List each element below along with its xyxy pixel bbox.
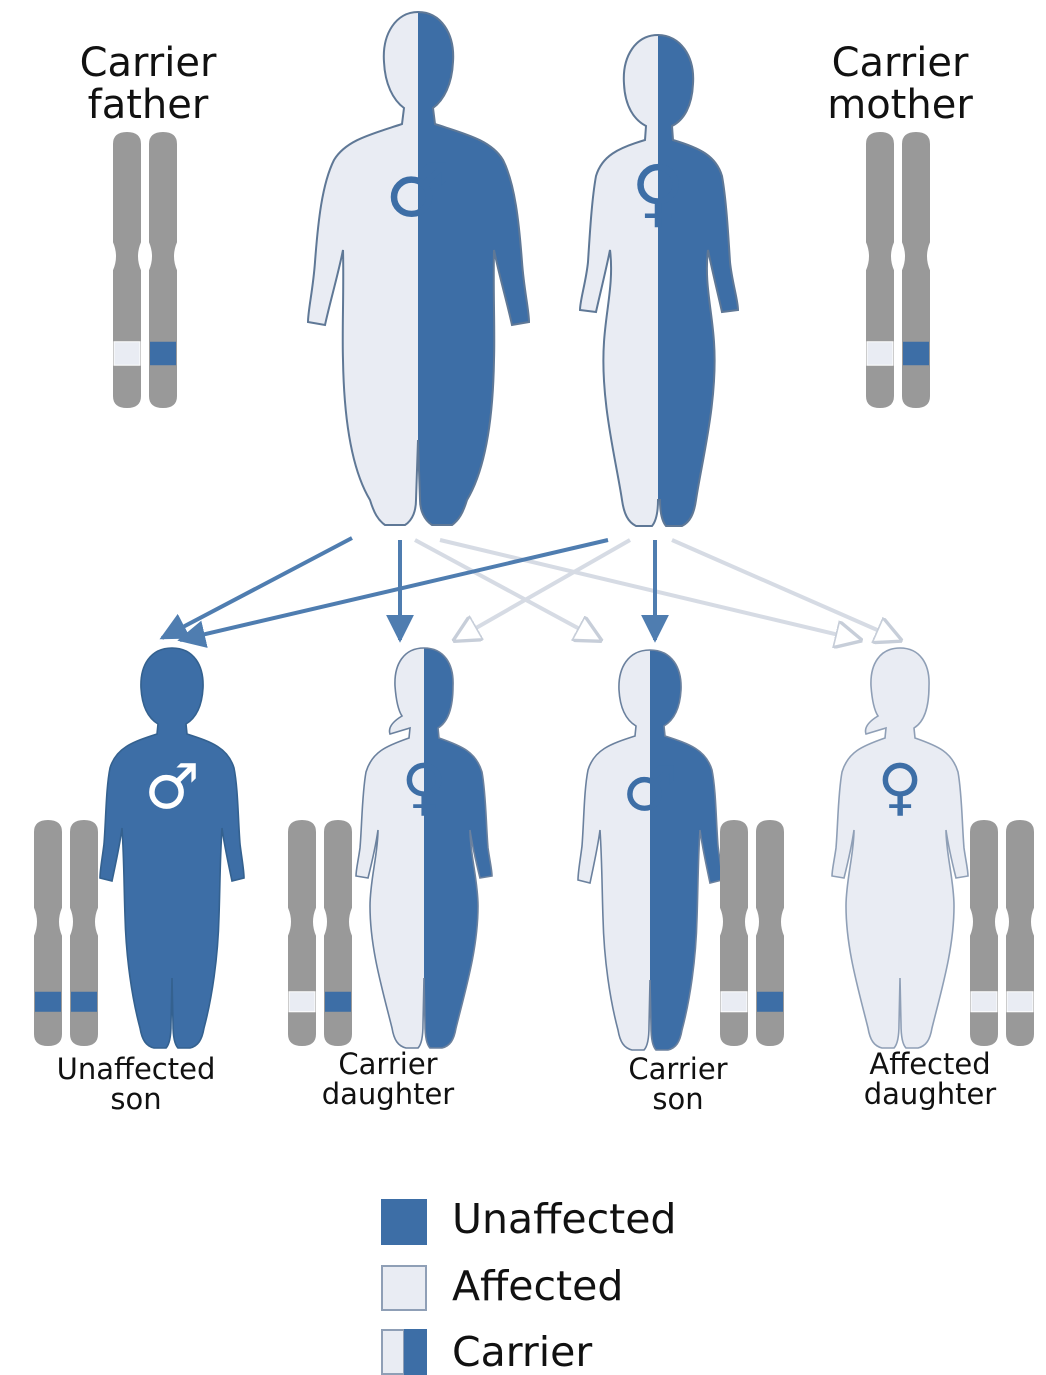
unaffected-son-chromosome-1 [34, 820, 62, 1046]
father-chromosome-2 [149, 132, 177, 408]
legend-label-affected: Affected [452, 1262, 623, 1310]
unaffected-son-chromosome-2 [70, 820, 98, 1046]
mother-chromosome-1 [866, 132, 894, 408]
carrier-son-label-line2: son [652, 1082, 703, 1116]
father-allele-band-2 [150, 342, 176, 365]
inheritance-arrows [162, 538, 900, 640]
carrier-daughter-chromosome-2 [324, 820, 352, 1046]
legend-item-unaffected: Unaffected [381, 1195, 676, 1245]
carrier-daughter-label-line2: daughter [322, 1077, 455, 1111]
unaffected-son-allele-band-1 [35, 992, 61, 1012]
father-male-symbol: ♂ [385, 148, 451, 234]
legend-item-affected: Affected [382, 1262, 623, 1310]
unaffected-son-chromosome-pair [34, 820, 98, 1046]
legend-swatch-affected [382, 1266, 426, 1310]
mother-figure: ♀ [580, 35, 738, 526]
affected-daughter-label-line1: Affected [869, 1047, 990, 1081]
legend-item-carrier: Carrier [382, 1328, 592, 1375]
affected-daughter-label-line2: daughter [864, 1077, 997, 1111]
affected-daughter-chromosome-pair [970, 820, 1034, 1046]
unaffected-son-label-line2: son [110, 1082, 161, 1116]
unaffected-son-label-line1: Unaffected [57, 1052, 216, 1086]
mother-female-symbol: ♀ [631, 150, 685, 236]
legend-swatch-carrier-light [382, 1330, 404, 1374]
mother-chromosome-2 [902, 132, 930, 408]
carrier-son-figure: ♂ [578, 650, 722, 1050]
legend-swatch-carrier-blue [404, 1329, 427, 1375]
carrier-daughter-female-symbol: ♀ [401, 750, 446, 823]
arrow-father-to-affected-daughter [440, 540, 860, 640]
father-allele-band-1 [114, 342, 140, 365]
arrow-mother-to-carrier-son [672, 540, 900, 640]
unaffected-son-figure: ♂ [100, 648, 244, 1048]
affected-daughter-figure: ♀ [832, 648, 968, 1048]
mother-label-line2: mother [827, 82, 973, 128]
mother-label-line1: Carrier [832, 40, 969, 86]
legend-swatch-unaffected [381, 1199, 427, 1245]
unaffected-son-allele-band-2 [71, 992, 97, 1012]
father-label-line2: father [88, 82, 209, 128]
children-group: ♂ ♀ ♂ ♀ [34, 648, 1034, 1050]
unaffected-son-male-symbol: ♂ [144, 750, 200, 823]
affected-daughter-allele-band-1 [971, 992, 997, 1012]
carrier-son-chromosome-pair [720, 820, 784, 1046]
legend: Unaffected Affected Carrier [381, 1195, 676, 1375]
carrier-daughter-allele-band-2 [325, 992, 351, 1012]
carrier-son-allele-band-2 [757, 992, 783, 1012]
father-chromosome-1 [113, 132, 141, 408]
carrier-daughter-label-line1: Carrier [338, 1047, 437, 1081]
carrier-daughter-chromosome-pair [288, 820, 352, 1046]
affected-daughter-female-symbol: ♀ [877, 750, 922, 823]
carrier-daughter-figure: ♀ [356, 648, 492, 1048]
legend-label-carrier: Carrier [452, 1328, 592, 1375]
father-chromosome-pair [113, 132, 177, 408]
affected-daughter-allele-band-2 [1007, 992, 1033, 1012]
carrier-son-male-symbol: ♂ [622, 752, 678, 825]
carrier-daughter-allele-band-1 [289, 992, 315, 1012]
mother-allele-band-2 [903, 342, 929, 365]
carrier-son-allele-band-1 [721, 992, 747, 1012]
carrier-son-label-line1: Carrier [628, 1052, 727, 1086]
father-figure: ♂ [308, 12, 529, 525]
mother-allele-band-1 [867, 342, 893, 365]
father-label-line1: Carrier [80, 40, 217, 86]
legend-label-unaffected: Unaffected [452, 1195, 676, 1243]
mother-chromosome-pair [866, 132, 930, 408]
carrier-son-chromosome-2 [756, 820, 784, 1046]
